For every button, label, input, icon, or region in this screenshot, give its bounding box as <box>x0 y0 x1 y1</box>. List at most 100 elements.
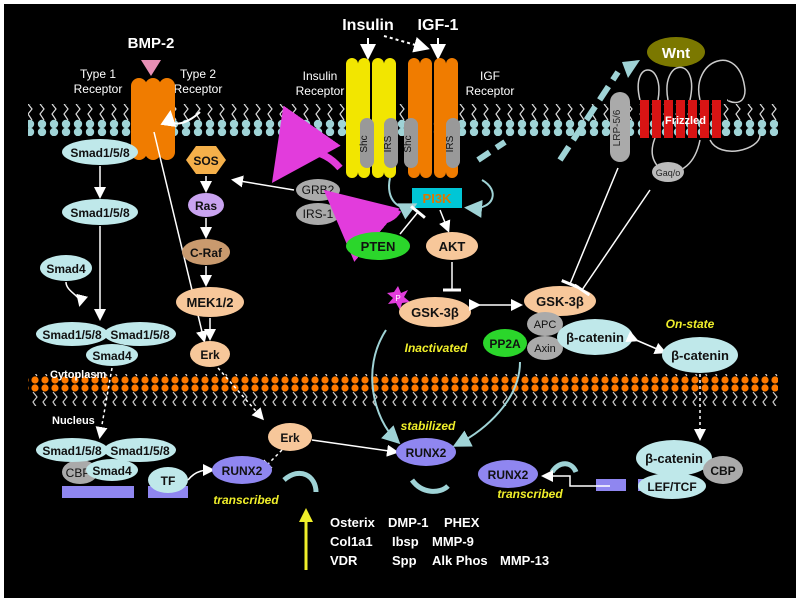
lrp-receptor <box>610 92 630 162</box>
ras-label: Ras <box>195 199 217 213</box>
insulin-receptor-label-2: Receptor <box>296 84 345 98</box>
igf1-label: IGF-1 <box>418 17 459 34</box>
svg-text:Smad4: Smad4 <box>92 464 132 478</box>
smad158-node-1 <box>62 139 138 165</box>
svg-text:IRS: IRS <box>445 135 456 152</box>
erk-to-runx2-center <box>311 439 399 457</box>
frizzled-inhibits-gsk <box>573 189 651 297</box>
runx2-cyan-arc-left <box>282 470 319 493</box>
insulin-receptor-label: Insulin <box>303 69 338 83</box>
mek-node <box>176 287 244 317</box>
smad-complex-cytoplasm: Smad1/5/8 Smad1/5/8 Smad4 <box>36 322 176 366</box>
akt-node <box>426 232 478 260</box>
pi3k-label: PI3K <box>423 191 453 206</box>
runx2-cyan-arc-right <box>549 461 579 474</box>
pten-node <box>346 232 410 260</box>
gene-label: VDR <box>330 553 358 568</box>
gene-label: PHEX <box>444 515 480 530</box>
runx2-center-label: RUNX2 <box>406 446 447 460</box>
erk-label: Erk <box>200 348 220 362</box>
gene-label: Osterix <box>330 515 376 530</box>
gene-expression-arrow-head <box>299 508 313 522</box>
bmp2-label: BMP-2 <box>128 35 175 52</box>
pi3k-box <box>412 188 462 208</box>
pten-inhibits-pi3k <box>399 205 426 235</box>
tf-node <box>148 467 188 493</box>
stabilized-label: stabilized <box>401 419 456 433</box>
smad4-label: Smad4 <box>46 262 86 276</box>
igf-receptor-label-2: Receptor <box>466 84 515 98</box>
gene-label: Spp <box>392 553 417 568</box>
runx2-center-node <box>396 438 456 466</box>
gaq-label: Gaq/o <box>656 168 681 178</box>
axin-label: Axin <box>534 343 555 355</box>
tf-label: TF <box>161 474 176 488</box>
nuclear-membrane <box>28 374 778 406</box>
erk-node <box>190 341 230 367</box>
bcatenin-complex-node <box>557 319 633 355</box>
runx2-right-label: RUNX2 <box>488 468 529 482</box>
irs1-label: IRS-1 <box>303 207 334 221</box>
craf-node <box>182 239 230 265</box>
bcatenin-on-label: β-catenin <box>671 348 729 363</box>
frizzled-loops <box>637 59 761 173</box>
runx2-right-node <box>478 460 538 488</box>
svg-text:Shc: Shc <box>403 135 414 152</box>
cbp-right-node <box>703 456 743 484</box>
gene-label: Col1a1 <box>330 534 373 549</box>
inactivated-label: Inactivated <box>405 341 468 355</box>
gene-label: MMP-9 <box>432 534 474 549</box>
leftcf-to-runx2 <box>541 470 610 487</box>
runx2-left-label: RUNX2 <box>222 464 263 478</box>
apc-node <box>527 312 563 336</box>
bcatenin-nuclear-label: β-catenin <box>645 451 703 466</box>
gene-label: Ibsp <box>392 534 419 549</box>
pten-label: PTEN <box>361 239 396 254</box>
runx2-cyan-arc-center <box>409 478 450 494</box>
type1-receptor-label-2: Receptor <box>74 82 123 96</box>
bmp-receptor <box>131 78 175 160</box>
erk-import-arrow <box>217 367 264 421</box>
smad158-node-2 <box>62 199 138 225</box>
transcribed-right-label: transcribed <box>497 487 563 501</box>
cbp-right-label: CBP <box>710 464 735 478</box>
gaq-protein <box>652 162 684 182</box>
erk-nuclear-node <box>268 423 312 451</box>
gsk-inactive-label: GSK-3β <box>411 305 459 320</box>
sos-node <box>186 146 226 174</box>
wnt-dash-head <box>622 60 640 78</box>
gsk-active-label: GSK-3β <box>536 294 584 309</box>
gene-label: Alk Phos <box>432 553 488 568</box>
svg-text:Smad1/5/8: Smad1/5/8 <box>42 444 102 458</box>
adaptor-irs-2: IRS <box>445 118 460 168</box>
erk-nuclear-label: Erk <box>280 431 300 445</box>
frizzled-receptor <box>640 100 721 138</box>
adaptor-shc-1: Shc <box>359 118 374 168</box>
cbp-left-label: CBP <box>66 466 91 480</box>
cross-binding-arrow <box>383 35 430 53</box>
dna-strand-left <box>62 486 134 498</box>
grb2-label: GRB2 <box>302 183 335 197</box>
igf-receptor-label: IGF <box>480 69 500 83</box>
wnt-dash-arrow <box>557 70 621 162</box>
sos-label: SOS <box>193 154 218 168</box>
svg-text:IRS: IRS <box>383 135 394 152</box>
bcatenin-on-node <box>662 337 738 373</box>
adaptor-shc-2: Shc <box>403 118 418 168</box>
gene-label: MMP-13 <box>500 553 549 568</box>
bmp2-ligand <box>141 60 161 76</box>
akt-label: AKT <box>439 239 466 254</box>
smad158-label-2: Smad1/5/8 <box>70 206 130 220</box>
phospho-label: P <box>395 294 400 303</box>
type1-receptor-label: Type 1 <box>80 67 116 81</box>
leftcf-label: LEF/TCF <box>647 480 696 494</box>
stabilize-arc-right <box>452 361 521 447</box>
type2-receptor-label: Type 2 <box>180 67 216 81</box>
frizzled-label: Frizzled <box>665 115 706 127</box>
pi3k-cyan-arrow-left <box>388 177 418 220</box>
transcribed-left-label: transcribed <box>213 493 279 507</box>
phospho-burst <box>387 286 410 310</box>
bcatenin-release-arrow <box>625 330 667 354</box>
pi3k-cyan-arrow-right <box>464 179 494 218</box>
